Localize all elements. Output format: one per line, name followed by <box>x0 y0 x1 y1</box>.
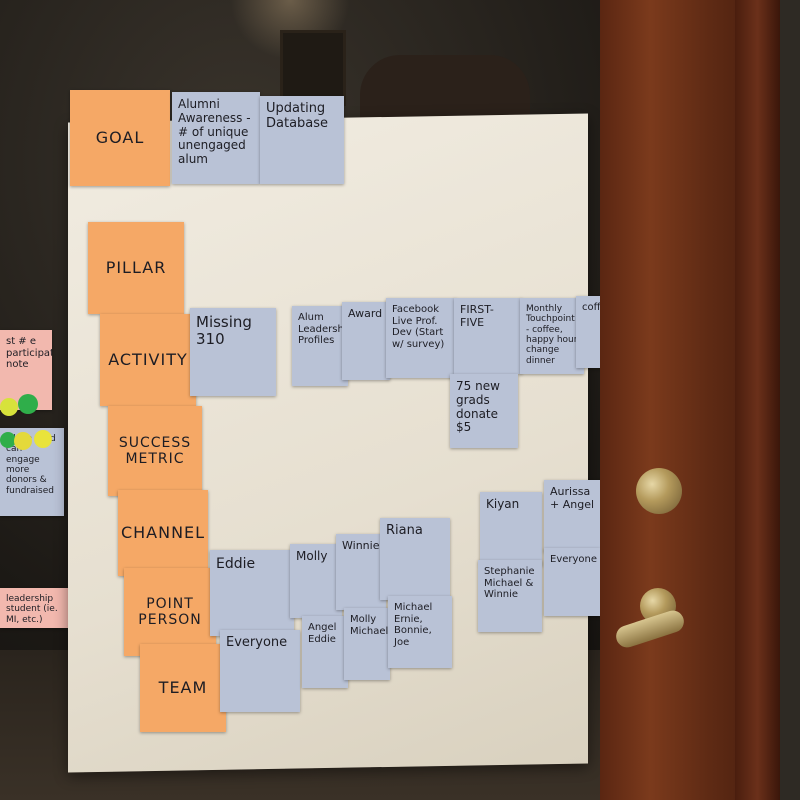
point-person-note-riana: Riana <box>380 518 450 600</box>
note-text: 75 new grads donate $5 <box>456 379 500 435</box>
category-point-person: POINT PERSON <box>124 568 216 656</box>
category-label: TEAM <box>158 677 208 697</box>
category-label: SUCCESS METRIC <box>118 434 192 467</box>
note-text: coffee <box>582 302 613 313</box>
team-note-everyone: Everyone <box>220 630 300 712</box>
category-label: POINT PERSON <box>138 595 202 628</box>
point-person-note-winnie: Winnie <box>336 534 386 610</box>
door-jamb <box>735 0 780 800</box>
activity-note-facebook-live: Facebook Live Prof. Dev (Start w/ survey… <box>386 298 456 378</box>
category-label: GOAL <box>95 127 145 147</box>
note-text: Monthly Touchpoint - coffee, happy hour … <box>526 304 578 366</box>
category-pillar: PILLAR <box>88 222 184 314</box>
note-text: Stephanie Michael & Winnie <box>484 566 535 600</box>
team-note-molly-michael: Molly Michael <box>344 608 390 680</box>
note-text: FIRST-FIVE <box>460 303 494 329</box>
yellow-dot-sticker <box>34 430 52 448</box>
category-team: TEAM <box>140 644 226 732</box>
category-goal: GOAL <box>70 90 170 186</box>
note-text: Michael Ernie, Bonnie, Joe <box>394 602 433 648</box>
activity-note-alum-leadership: Alum Leadership Profiles <box>292 306 348 386</box>
note-text: Kiyan <box>486 497 520 511</box>
side-note-participation: st # e participation note <box>0 330 52 410</box>
note-text: Everyone <box>550 554 598 565</box>
point-person-note-stephanie: Stephanie Michael & Winnie <box>478 560 542 632</box>
note-text: Alum Leadership Profiles <box>298 312 348 346</box>
team-note-angel-eddie: Angel Eddie <box>302 616 348 688</box>
point-person-note-molly: Molly <box>290 544 342 618</box>
note-text: Molly Michael <box>350 614 389 637</box>
note-text: Aurissa + Angel <box>550 485 595 511</box>
category-channel: CHANNEL <box>118 490 208 576</box>
category-activity: ACTIVITY <box>100 314 196 406</box>
note-text: Molly <box>296 549 328 563</box>
note-text: Angel Eddie <box>308 622 337 645</box>
activity-note-award: Award <box>342 302 390 380</box>
category-label: CHANNEL <box>120 522 206 542</box>
note-text: Eddie <box>216 556 256 572</box>
team-note-michael-ernie: Michael Ernie, Bonnie, Joe <box>388 596 452 668</box>
hallway-edge <box>780 0 800 800</box>
note-text: Facebook Live Prof. Dev (Start w/ survey… <box>392 304 445 350</box>
metric-note-new-grads: 75 new grads donate $5 <box>450 374 518 448</box>
yellow-dot-sticker <box>14 432 32 450</box>
category-success-metric: SUCCESS METRIC <box>108 406 202 496</box>
category-label: PILLAR <box>105 257 167 277</box>
point-person-note-eddie: Eddie <box>210 550 294 636</box>
background-picture-frame <box>280 30 346 106</box>
green-dot-sticker <box>18 394 38 414</box>
goal-note-updating-database: Updating Database <box>260 96 344 184</box>
point-person-note-everyone: Everyone <box>544 548 600 616</box>
note-text: Riana <box>386 523 423 538</box>
note-text: Winnie <box>342 539 380 552</box>
side-note-text: leadership student (ie. MI, etc.) <box>6 594 58 625</box>
side-note-leadership: leadership student (ie. MI, etc.) <box>0 588 68 628</box>
yellow-dot-sticker <box>0 398 18 416</box>
activity-note-monthly-touchpoint: Monthly Touchpoint - coffee, happy hour … <box>520 298 584 374</box>
channel-note-kiyan: Kiyan <box>480 492 542 566</box>
channel-note-aurissa-angel: Aurissa + Angel <box>544 480 604 552</box>
note-text: Updating Database <box>266 101 329 131</box>
note-text: Missing 310 <box>196 313 252 349</box>
note-text: Alumni Awareness - # of unique unengaged… <box>178 97 251 167</box>
activity-note-missing: Missing 310 <box>190 308 276 396</box>
note-text: Everyone <box>226 635 288 650</box>
activity-note-first-five: FIRST-FIVE <box>454 298 522 374</box>
side-note-text: st # e participation note <box>6 336 52 370</box>
category-label: ACTIVITY <box>108 349 188 369</box>
note-text: Award <box>348 307 383 320</box>
green-dot-sticker <box>0 432 16 448</box>
goal-note-alumni-awareness: Alumni Awareness - # of unique unengaged… <box>172 92 260 184</box>
door-knob[interactable] <box>636 468 682 514</box>
